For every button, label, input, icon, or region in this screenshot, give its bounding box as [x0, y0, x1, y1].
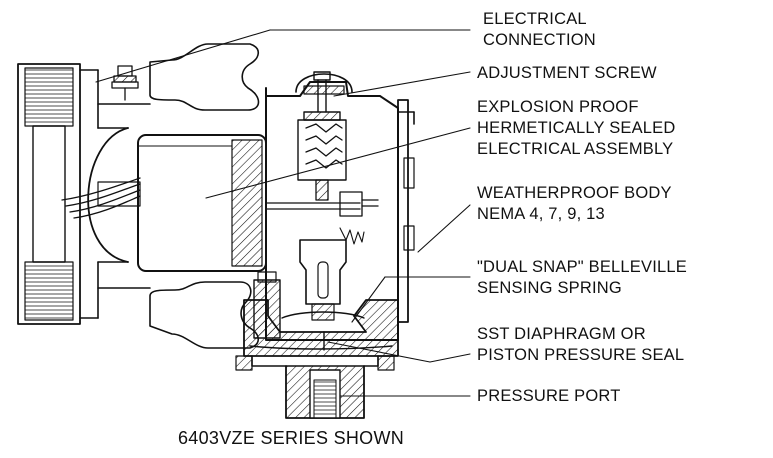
- label-explosion-proof: EXPLOSION PROOF HERMETICALLY SEALED ELEC…: [477, 98, 676, 158]
- label-pressure-port: PRESSURE PORT: [477, 387, 621, 405]
- label-weatherproof-body: WEATHERPROOF BODY NEMA 4, 7, 9, 13: [477, 184, 672, 223]
- range-spring: [297, 119, 347, 201]
- label-diaphragm: SST DIAPHRAGM OR PISTON PRESSURE SEAL: [477, 325, 685, 364]
- label-dual-snap: "DUAL SNAP" BELLEVILLE SENSING SPRING: [477, 258, 687, 297]
- conduit-fitting: [17, 63, 129, 325]
- wire-leads: [61, 177, 141, 219]
- label-adjustment-screw: ADJUSTMENT SCREW: [477, 64, 657, 82]
- pressure-port-part: [285, 365, 365, 419]
- switch-linkage: [265, 191, 379, 245]
- leader-lines: [95, 29, 471, 397]
- belleville-spring-part: [281, 239, 365, 321]
- electrical-assembly: [137, 134, 267, 272]
- label-electrical-connection: ELECTRICAL CONNECTION: [483, 10, 596, 49]
- figure-caption: 6403VZE SERIES SHOWN: [178, 428, 405, 448]
- lower-body: [235, 271, 399, 371]
